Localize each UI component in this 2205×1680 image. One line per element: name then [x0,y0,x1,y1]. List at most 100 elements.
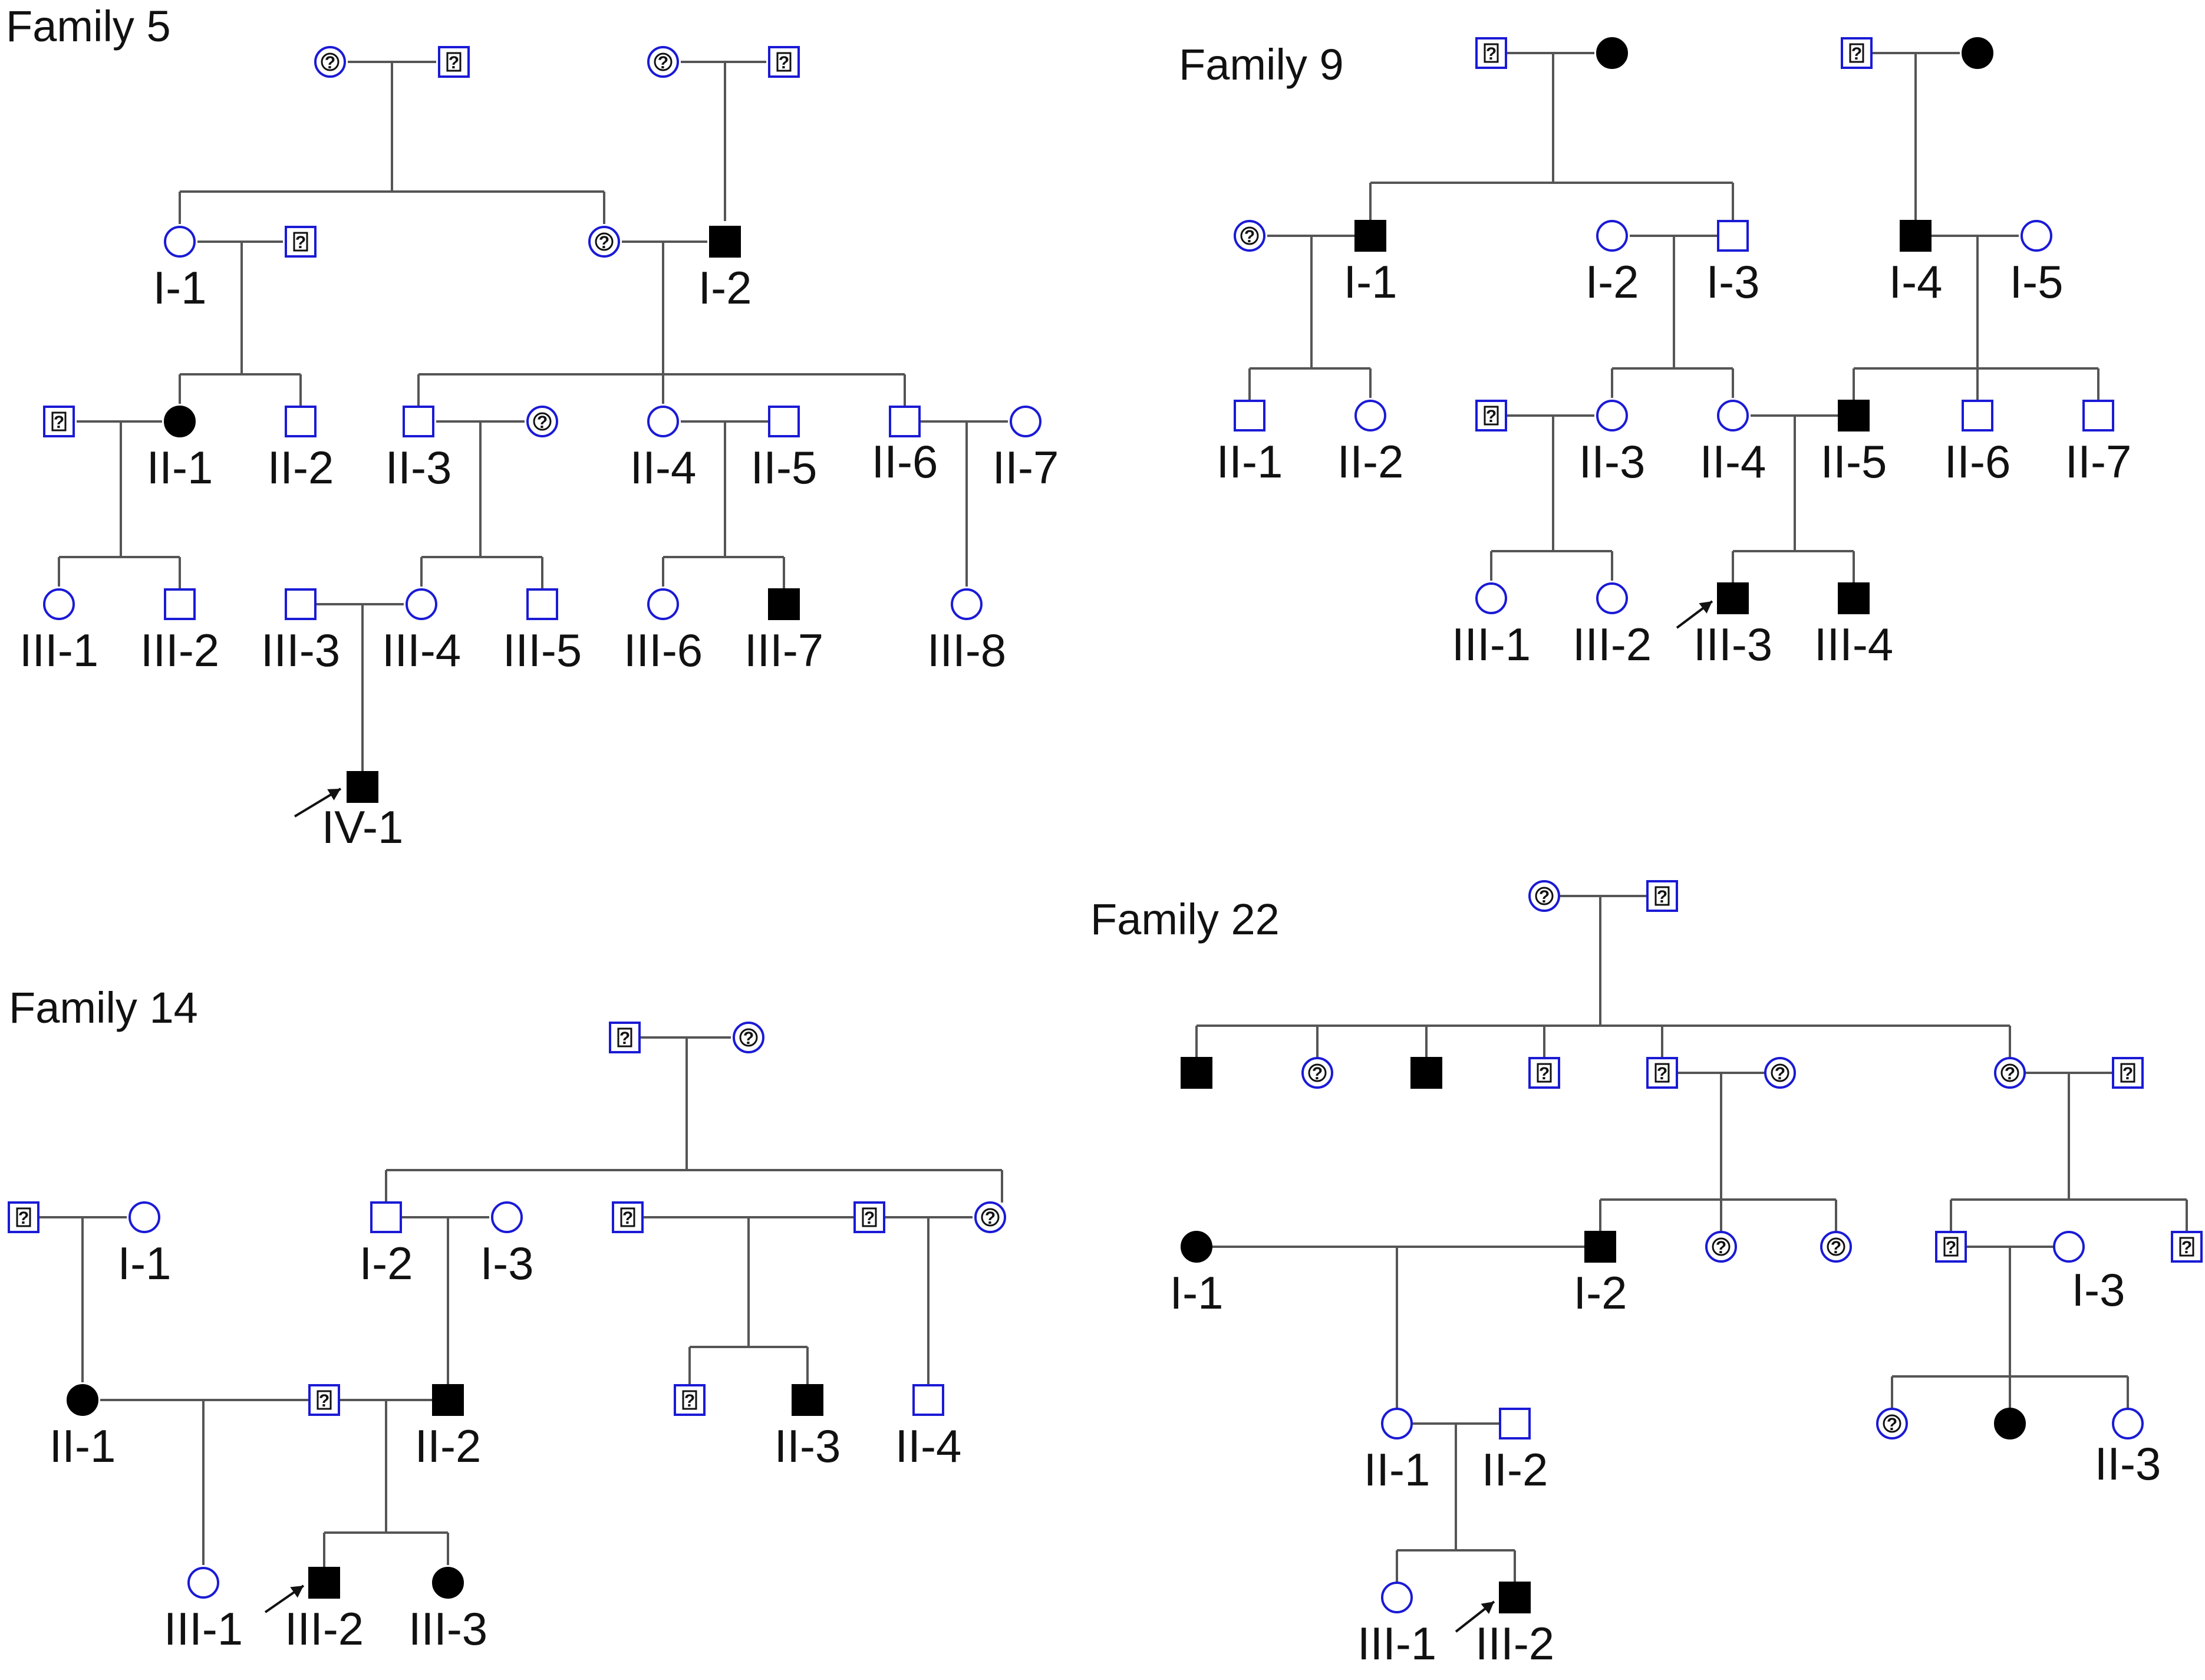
individual-f9-I3 [1717,220,1749,252]
female-circle [647,588,679,620]
unknown-inner-ring [1771,1063,1789,1082]
individual-f14-III2 [308,1567,340,1599]
relative-f9-gp2b [1962,37,1993,69]
individual-f5-III5 [526,588,558,620]
individual-label: I-2 [698,262,752,314]
relationship-lines [38,52,2188,1583]
unknown-inner-ring [2000,1063,2019,1082]
unknown-status-mark: ? [779,53,789,73]
individual-label: III-3 [408,1603,487,1655]
individual-label: II-6 [1944,436,2011,487]
individual-label: I-5 [2009,256,2063,308]
individual-label: II-3 [2095,1438,2161,1490]
individual-label: I-3 [2071,1264,2125,1316]
individual-f9-III1 [1475,582,1507,614]
individual-label: II-3 [385,442,452,493]
affected-male-square [1717,582,1749,614]
individual-label: II-2 [1482,1444,1548,1495]
relative-f14-c3: ? [612,1201,644,1233]
relative-f22-g2b: ? [1705,1231,1737,1263]
female-circle [2112,1408,2144,1439]
individual-f5-III6 [647,588,679,620]
individual-label: II-5 [751,442,818,493]
unknown-status-mark: ? [2122,1064,2133,1083]
female-circle [1596,220,1628,252]
unknown-status-mark: ? [1244,227,1255,246]
female-circle [1596,582,1628,614]
individual-label: III-1 [1452,618,1531,670]
unknown-status-mark: ? [1775,1064,1785,1083]
male-square [1528,1057,1560,1089]
family-9-title: Family 9 [1179,40,1344,89]
female-circle [1994,1057,2026,1089]
unknown-status-mark: ? [1887,1415,1897,1434]
individual-label: III-4 [1814,618,1893,670]
unknown-status-mark: ? [1946,1238,1956,1257]
individual-f5-II4 [647,406,679,437]
relative-f9-gp1b [1596,37,1628,69]
individual-label: I-1 [1169,1267,1223,1319]
individual-f22-II1 [1381,1408,1413,1439]
individual-label: III-2 [285,1603,364,1655]
individual-f22-II2 [1499,1408,1531,1439]
unknown-inner-box [682,1390,697,1410]
unknown-inner-box [1537,1063,1552,1083]
unknown-status-mark: ? [449,53,459,73]
female-circle [491,1201,523,1233]
female-circle [1528,880,1560,912]
relative-f14-c4: ? [853,1201,885,1233]
individual-label: II-3 [774,1420,841,1472]
male-square [609,1022,641,1053]
family-5-title: Family 5 [6,2,171,51]
female-circle [1820,1231,1852,1263]
unknown-inner-ring [595,232,614,251]
unknown-inner-box [293,232,308,252]
unknown-inner-ring [1712,1237,1731,1256]
individual-label: II-4 [1700,436,1766,487]
unknown-inner-ring [739,1028,758,1047]
unknown-inner-box [1943,1237,1959,1257]
individual-f5-III8 [951,588,983,620]
relative-f14-g3a: ? [674,1384,706,1416]
individual-f9-II4 [1717,400,1749,431]
female-circle [1876,1408,1908,1439]
relative-f14-gpb: ? [733,1022,764,1053]
individual-f22-I3 [2053,1231,2085,1263]
female-circle [187,1567,219,1599]
individual-label: II-1 [147,442,213,493]
individual-f22-III2 [1499,1582,1531,1613]
individual-label: II-7 [2065,436,2132,487]
male-square [2112,1057,2144,1089]
individual-f9-III4 [1838,582,1870,614]
individual-label: III-2 [1475,1618,1554,1669]
individual-f5-III2 [164,588,196,620]
male-square [370,1201,402,1233]
individual-f14-I3 [491,1201,523,1233]
male-square [438,46,470,78]
individual-label: II-3 [1579,436,1646,487]
female-circle [1717,400,1749,431]
individual-f5-III7 [768,588,800,620]
unknown-status-mark: ? [2181,1238,2192,1257]
female-circle [526,406,558,437]
unknown-status-mark: ? [1716,1238,1726,1257]
unknown-inner-box [51,411,67,431]
individual-f5-III3 [285,588,317,620]
individual-f14-I1 [128,1201,160,1233]
female-circle [588,226,620,258]
unknown-inner-box [617,1027,632,1047]
male-square [1475,400,1507,431]
individual-label: II-5 [1821,436,1887,487]
unknown-status-mark: ? [1657,1064,1667,1083]
affected-male-square [347,771,378,803]
male-square [674,1384,706,1416]
individual-label: II-4 [630,442,697,493]
individual-f9-I1 [1354,220,1386,252]
female-circle [951,588,983,620]
relative-f5-II3sp: ? [526,406,558,437]
female-circle [647,406,679,437]
individual-label: I-3 [480,1237,533,1289]
relative-f5-I1sp: ? [285,226,317,258]
unknown-status-mark: ? [658,53,668,73]
female-circle [1475,582,1507,614]
